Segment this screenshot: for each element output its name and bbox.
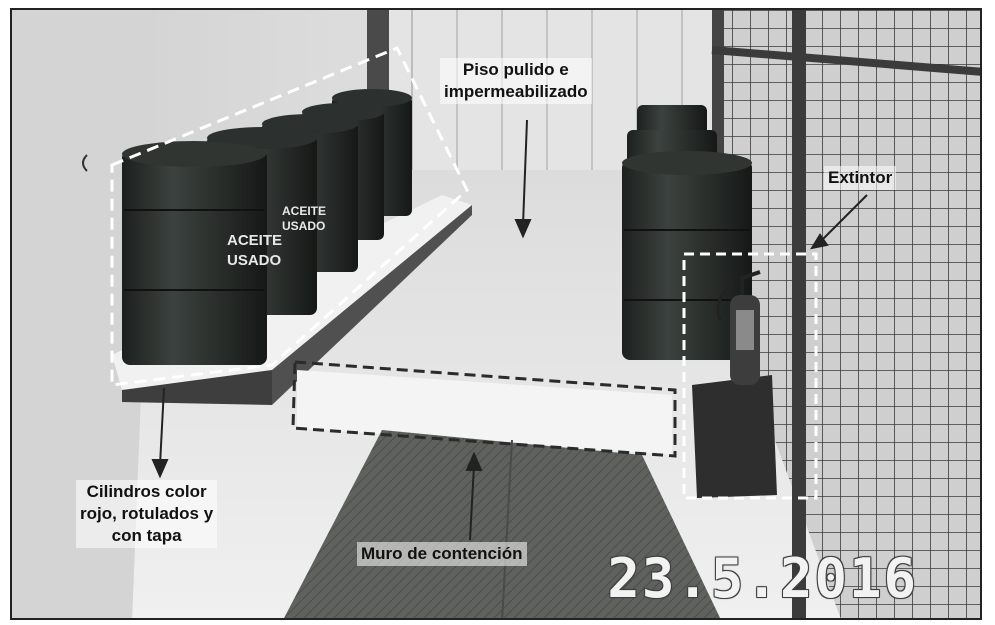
- drum-label-line2: USADO: [227, 252, 282, 269]
- date-stamp: 23.5.2016: [607, 547, 918, 610]
- floor-label: Piso pulido e impermeabilizado: [440, 58, 592, 104]
- fence-post: [792, 10, 806, 618]
- cylinders-label: Cilindros color rojo, rotulados y con ta…: [76, 480, 218, 548]
- left-drums: ACEITE USADO ACEITE USADO: [122, 89, 412, 365]
- cylinders-highlight-box: [110, 46, 469, 387]
- containment-wall-label-text: Muro de contención: [361, 544, 523, 563]
- floor-mat: [284, 430, 721, 618]
- mesh-fence: [712, 10, 980, 618]
- extinguisher-label-text: Extintor: [828, 168, 893, 187]
- floor-label-text: Piso pulido e impermeabilizado: [444, 60, 588, 101]
- cylinders-label-text: Cilindros color rojo, rotulados y con ta…: [80, 482, 214, 545]
- drum-label-line1: ACEITE: [227, 232, 282, 249]
- arrow-icon: [465, 451, 483, 541]
- arrow-icon: [151, 387, 169, 479]
- arrow-icon: [514, 119, 532, 239]
- drum-label-small-2: USADO: [282, 219, 325, 233]
- right-drums: [622, 105, 752, 360]
- left-wall: [12, 10, 132, 618]
- extinguisher-highlight-box: [682, 252, 818, 500]
- containment-highlight-box: [291, 360, 677, 458]
- extinguisher-label: Extintor: [824, 166, 897, 190]
- arrow-icon: [809, 194, 868, 250]
- drum-label-small-1: ACEITE: [282, 204, 326, 218]
- extinguisher: [692, 270, 777, 498]
- storage-room-photo: ACEITE USADO ACEITE USADO: [12, 10, 980, 618]
- containment-wall-label: Muro de contención: [357, 542, 527, 566]
- photo-frame: ACEITE USADO ACEITE USADO: [10, 8, 982, 620]
